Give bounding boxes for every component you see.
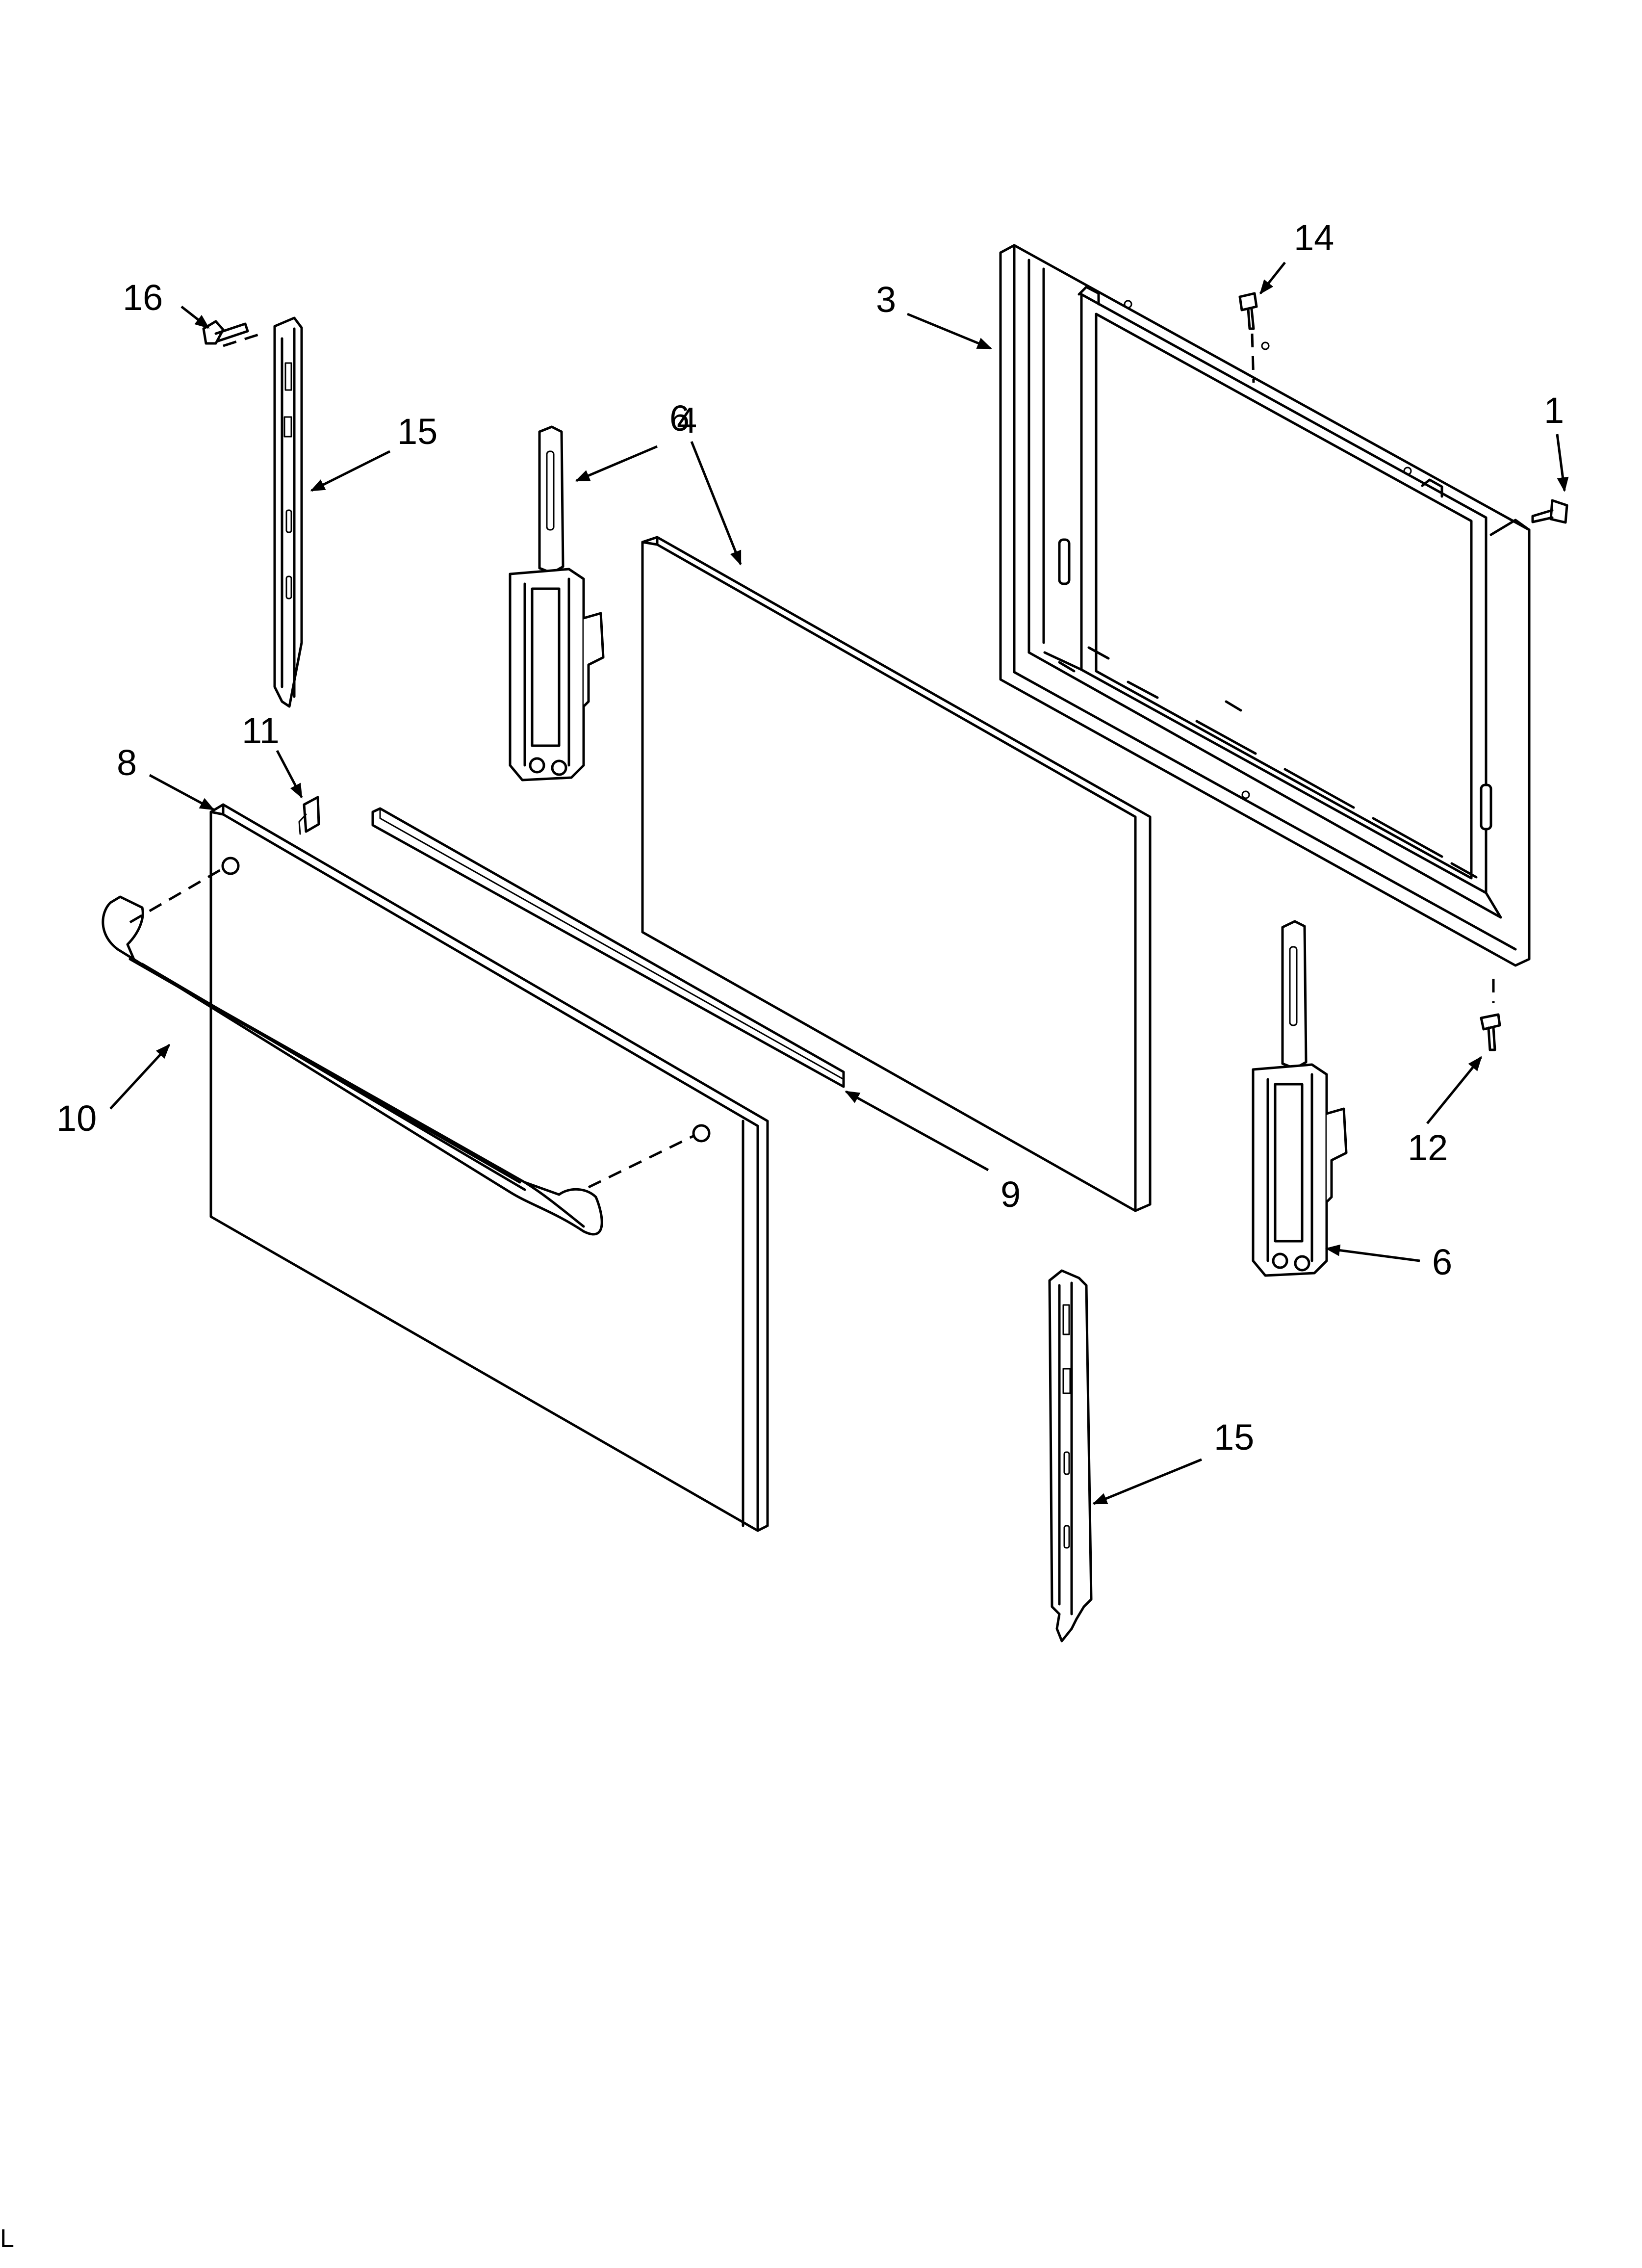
door-hinge-lower bbox=[1252, 920, 1348, 1277]
callout-labels: 1 3 4 6 6 8 9 10 11 12 14 15 15 16 bbox=[56, 217, 1564, 1458]
leader-14 bbox=[1259, 261, 1286, 295]
callout-6-upper: 6 bbox=[669, 398, 690, 439]
door-hinge-upper bbox=[509, 425, 605, 782]
screw-16 bbox=[202, 320, 249, 345]
screw-1 bbox=[1531, 499, 1568, 524]
callout-12: 12 bbox=[1408, 1127, 1448, 1168]
leader-8 bbox=[149, 774, 215, 811]
leader-1 bbox=[1556, 434, 1569, 492]
leader-4 bbox=[690, 441, 742, 566]
leader-15b bbox=[1092, 1458, 1202, 1505]
door-inner-frame bbox=[999, 244, 1531, 967]
callout-15-upper: 15 bbox=[397, 411, 437, 452]
leader-6b bbox=[1325, 1244, 1420, 1262]
door-insulation bbox=[641, 536, 1152, 1212]
door-slide-rail-left bbox=[223, 316, 303, 708]
door-slide-rail-right bbox=[1048, 1269, 1093, 1642]
leader-lines bbox=[109, 261, 1569, 1505]
leader-16 bbox=[180, 306, 210, 329]
callout-1: 1 bbox=[1544, 390, 1564, 431]
callout-8: 8 bbox=[117, 742, 137, 783]
leader-15a bbox=[310, 450, 391, 492]
callout-6-lower: 6 bbox=[1432, 1242, 1452, 1282]
leader-9 bbox=[845, 1090, 989, 1172]
leader-6a bbox=[575, 445, 658, 482]
door-gasket-strip bbox=[371, 807, 845, 1088]
leader-12 bbox=[1426, 1056, 1482, 1124]
callout-16: 16 bbox=[123, 277, 163, 318]
leader-11 bbox=[276, 750, 303, 799]
leader-3 bbox=[907, 313, 992, 350]
callout-10: 10 bbox=[56, 1098, 97, 1139]
callout-4: 4 bbox=[677, 400, 697, 441]
callout-14: 14 bbox=[1294, 217, 1334, 258]
callout-11: 11 bbox=[242, 710, 280, 751]
door-handle bbox=[102, 867, 695, 1236]
screw-12 bbox=[1480, 979, 1501, 1051]
footer-mark: L bbox=[0, 2224, 14, 2253]
door-clip bbox=[298, 796, 320, 835]
leader-10 bbox=[109, 1043, 171, 1110]
screw-14 bbox=[1238, 292, 1258, 383]
callout-3: 3 bbox=[876, 279, 896, 320]
callout-9: 9 bbox=[1001, 1174, 1021, 1215]
callout-15-lower: 15 bbox=[1214, 1417, 1254, 1458]
